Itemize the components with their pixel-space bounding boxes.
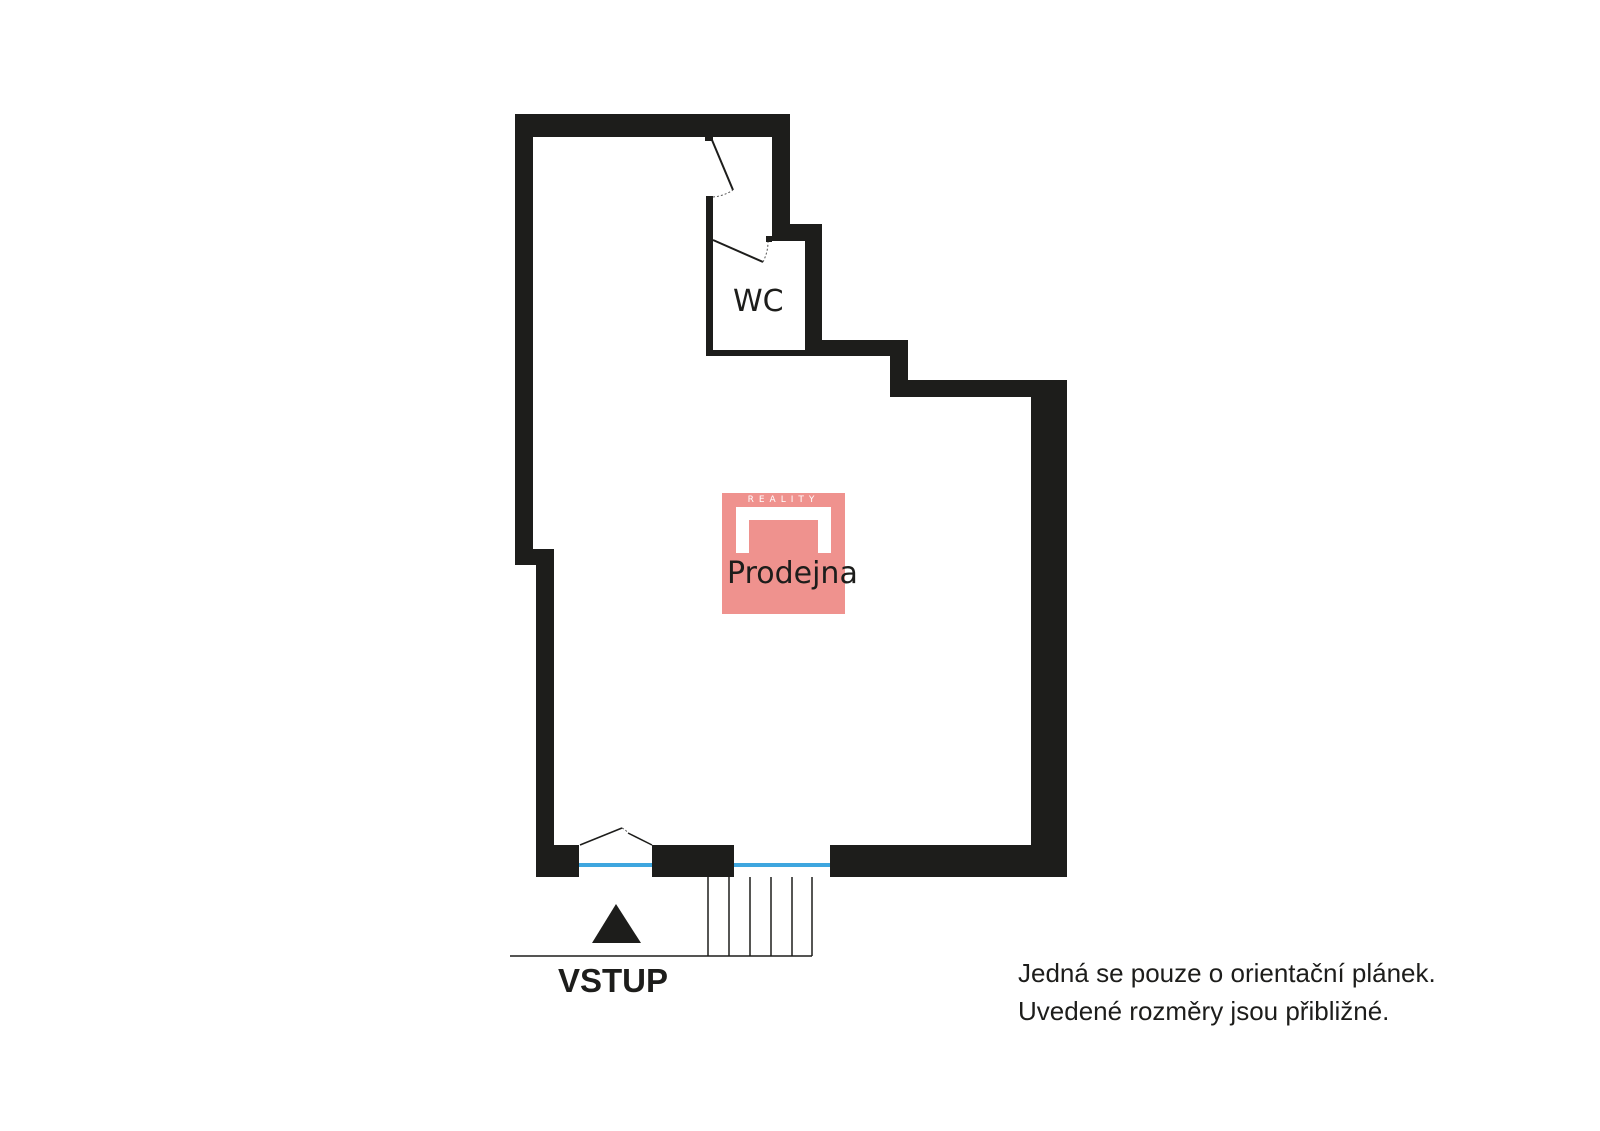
door-swing	[712, 189, 734, 198]
entrance-door-swing	[621, 827, 629, 834]
wc-bottom-wall	[706, 350, 822, 356]
room-label-wc: WC	[733, 284, 784, 319]
wc-door-swing	[762, 241, 769, 263]
entrance-arrow-icon	[592, 904, 641, 943]
entrance-door-leaf	[579, 827, 623, 846]
watermark-logo: REALITY	[722, 493, 845, 614]
wc-left-wall	[706, 196, 713, 356]
entrance-label: VSTUP	[558, 962, 669, 999]
disclaimer-note: Jedná se pouze o orientační plánek. Uved…	[1018, 954, 1436, 1030]
logo-arch-icon	[736, 507, 831, 553]
wc-right-wall	[805, 241, 822, 356]
wall-segment	[652, 845, 734, 877]
door-leaf	[711, 139, 734, 191]
entrance-door-leaf	[627, 832, 653, 846]
note-line: Uvedené rozměry jsou přibližné.	[1018, 996, 1390, 1026]
note-line: Jedná se pouze o orientační plánek.	[1018, 958, 1436, 988]
wc-door-leaf	[712, 239, 764, 263]
wall-stub	[705, 137, 713, 141]
logo-subtitle: REALITY	[747, 495, 820, 505]
stairs	[707, 877, 813, 956]
wall-stub	[766, 236, 772, 242]
room-label-main: Prodejna	[727, 556, 858, 591]
